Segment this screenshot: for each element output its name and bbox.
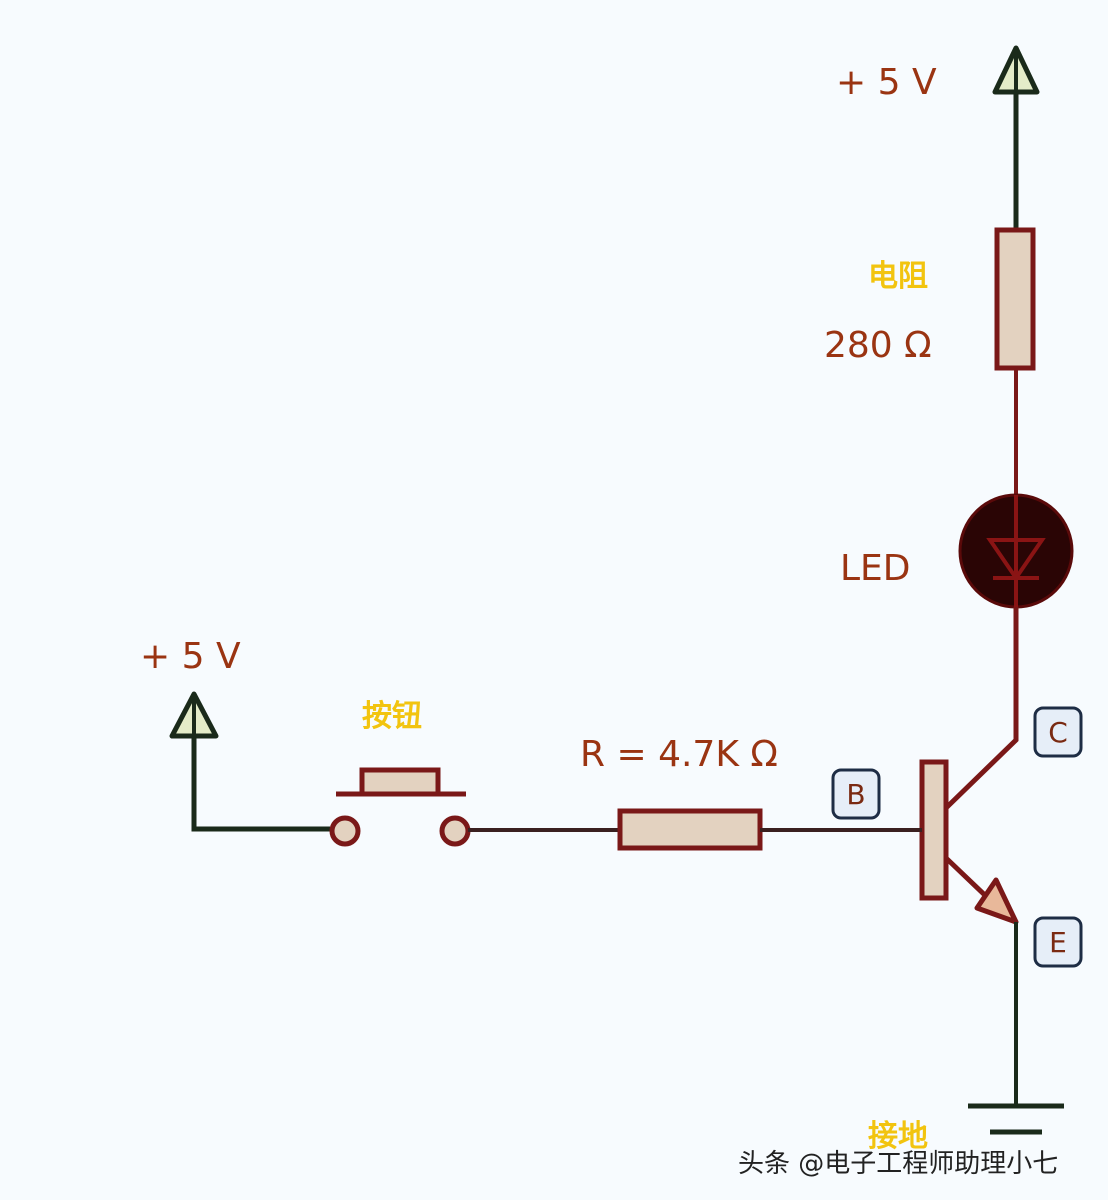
label-ground: 接地 (868, 1119, 928, 1154)
label-vcc-top: + 5 V (836, 62, 937, 103)
resistor-280 (994, 227, 1036, 371)
label-vcc-left: + 5 V (140, 636, 241, 677)
label-led: LED (840, 548, 911, 589)
terminal-label-b: B (846, 778, 865, 811)
vcc-left-arrow-icon (169, 691, 330, 832)
push-button-icon (329, 767, 471, 847)
terminal-badge-base: B (831, 768, 881, 820)
watermark-text: 头条 @电子工程师助理小七 (738, 1149, 1058, 1179)
led-icon (958, 493, 1074, 609)
label-base-resistor: R = 4.7K Ω (580, 734, 778, 775)
label-button: 按钮 (362, 699, 422, 734)
resistor-4-7k (617, 808, 763, 851)
terminal-badge-collector: C (1033, 706, 1083, 758)
terminal-label-e: E (1049, 926, 1067, 959)
ground-icon (968, 1103, 1064, 1135)
wire-led-collector (944, 607, 1019, 810)
terminal-badge-emitter: E (1033, 916, 1083, 968)
vcc-top-arrow-icon (992, 45, 1040, 230)
label-resistor-value: 280 Ω (824, 325, 932, 366)
terminal-label-c: C (1048, 716, 1068, 749)
label-resistor-name: 电阻 (868, 259, 928, 294)
npn-transistor-icon (919, 759, 1019, 925)
